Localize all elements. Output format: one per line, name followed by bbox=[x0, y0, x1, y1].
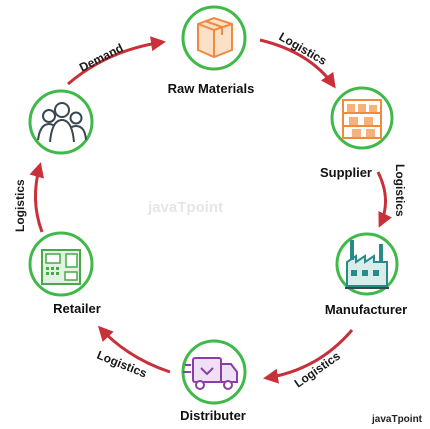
cash-register-icon bbox=[41, 249, 81, 285]
arrow-label-logistics-5: Logistics bbox=[13, 179, 27, 232]
arrow-label-demand: Demand bbox=[77, 41, 126, 75]
box-icon bbox=[197, 16, 233, 59]
node-raw-materials: Raw Materials bbox=[168, 5, 255, 96]
arrow-label-logistics-4: Logistics bbox=[95, 348, 149, 381]
node-label-raw-materials: Raw Materials bbox=[168, 81, 255, 96]
arrow-demand: Demand bbox=[67, 36, 166, 86]
arrow-logistics-manufacturer-distributer: Logistics bbox=[263, 329, 354, 390]
node-label-distributer: Distributer bbox=[180, 408, 246, 423]
arrow-label-logistics-2: Logistics bbox=[393, 164, 407, 217]
people-group-icon bbox=[37, 102, 87, 143]
watermark-text: javaTpoint bbox=[147, 199, 223, 216]
warehouse-shelf-icon bbox=[342, 99, 382, 139]
arrow-logistics-distributer-retailer: Logistics bbox=[95, 325, 171, 381]
factory-icon bbox=[345, 240, 389, 289]
arrow-logistics-raw-supplier: Logistics bbox=[259, 29, 336, 89]
delivery-truck-icon bbox=[183, 357, 238, 390]
node-customers bbox=[28, 89, 94, 155]
node-label-supplier: Supplier bbox=[320, 165, 372, 180]
node-retailer: Retailer bbox=[28, 231, 101, 316]
arrow-logistics-supplier-manufacturer: Logistics bbox=[376, 164, 407, 228]
node-distributer: Distributer bbox=[180, 339, 247, 423]
node-label-manufacturer: Manufacturer bbox=[325, 302, 407, 317]
brand-logo-text: javaTpoint bbox=[371, 414, 423, 425]
node-supplier: Supplier bbox=[320, 86, 394, 180]
arrow-logistics-retailer-customers: Logistics bbox=[13, 162, 44, 233]
node-manufacturer: Manufacturer bbox=[325, 232, 407, 317]
node-label-retailer: Retailer bbox=[53, 301, 101, 316]
